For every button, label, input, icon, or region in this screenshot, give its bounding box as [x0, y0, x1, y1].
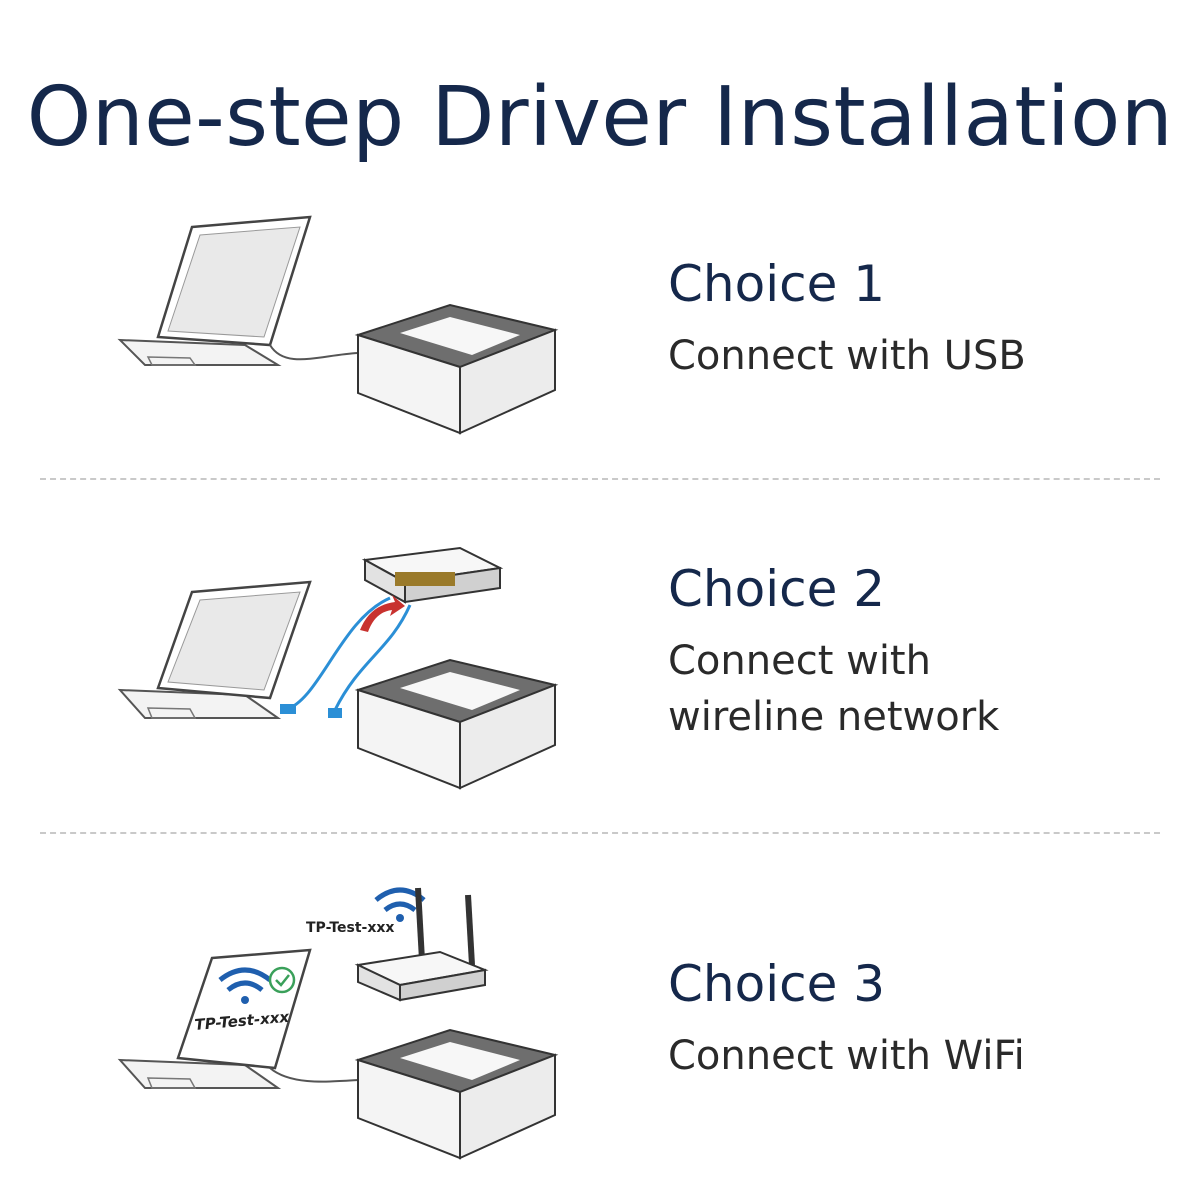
- choice-1-description: Connect with USB: [668, 333, 1026, 379]
- printer-icon: [354, 1028, 559, 1160]
- wifi-icon: [218, 967, 272, 993]
- printer-icon: [354, 658, 559, 790]
- router-icon: [361, 546, 504, 604]
- choice-3-description: Connect with WiFi: [668, 1033, 1025, 1079]
- laptop-icon: [117, 580, 312, 719]
- page-title: One-step Driver Installation: [26, 70, 1174, 165]
- divider: [40, 832, 1160, 834]
- usb-connection-illustration: [117, 215, 559, 435]
- router-icon: [354, 887, 489, 1002]
- ethernet-cable-icon: [284, 596, 412, 712]
- arrow-icon: [360, 595, 405, 632]
- check-icon: [268, 966, 296, 994]
- choice-1-title: Choice 1: [668, 255, 886, 313]
- printer-icon: [354, 303, 559, 435]
- choice-2-description-line-1: Connect with: [668, 638, 931, 684]
- wired-network-illustration: [117, 546, 559, 790]
- router-ssid-label: TP-Test-xxx: [306, 920, 394, 936]
- choice-3-title: Choice 3: [668, 955, 886, 1013]
- choice-2-title: Choice 2: [668, 560, 886, 618]
- wifi-connection-illustration: TP-Test-xxx TP-Test-xxx: [117, 887, 559, 1160]
- choice-2-description-line-2: wireline network: [668, 694, 1000, 740]
- divider: [40, 478, 1160, 480]
- laptop-icon: [117, 215, 312, 366]
